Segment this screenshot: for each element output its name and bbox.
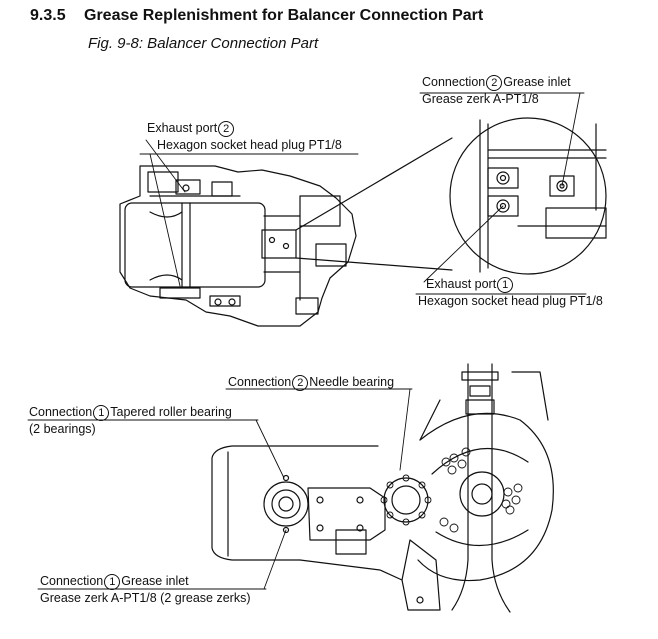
callout-prefix: Connection [228, 375, 292, 389]
callout-prefix: Exhaust port [426, 277, 497, 291]
section-heading: 9.3.5 Grease Replenishment for Balancer C… [30, 7, 483, 25]
section-number: 9.3.5 [30, 7, 66, 24]
callout-suffix: Grease inlet [121, 574, 189, 588]
top-leader-lines [139, 92, 587, 295]
callout-prefix: Exhaust port [147, 121, 218, 135]
callout-line2: Hexagon socket head plug PT1/8 [157, 138, 342, 152]
callout-line2: (2 bearings) [29, 422, 96, 436]
callout-line2: Hexagon socket head plug PT1/8 [418, 294, 603, 308]
circled-number-2: 2 [486, 75, 503, 91]
figure-caption: Fig. 9-8: Balancer Connection Part [88, 35, 319, 52]
callout-prefix: Connection [422, 75, 486, 89]
circled-number-1: 1 [497, 277, 514, 293]
magnified-detail [449, 117, 607, 275]
callout-suffix: Needle bearing [309, 375, 395, 389]
callout-suffix: Grease inlet [503, 75, 571, 89]
section-title: Grease Replenishment for Balancer Connec… [84, 7, 484, 24]
circled-number-2: 2 [218, 121, 235, 137]
circled-number-1: 1 [104, 574, 121, 590]
callout-line2: Grease zerk A-PT1/8 (2 grease zerks) [40, 591, 251, 605]
callout-suffix: Tapered roller bearing [110, 405, 232, 419]
bottom-sectional-view [211, 363, 554, 613]
circled-number-1: 1 [93, 405, 110, 421]
callout-line2: Grease zerk A-PT1/8 [422, 92, 539, 106]
callout-prefix: Connection [40, 574, 104, 588]
bottom-leader-lines [27, 388, 413, 590]
callout-prefix: Connection [29, 405, 93, 419]
circled-number-2: 2 [292, 375, 309, 391]
top-exterior-view [119, 137, 453, 327]
